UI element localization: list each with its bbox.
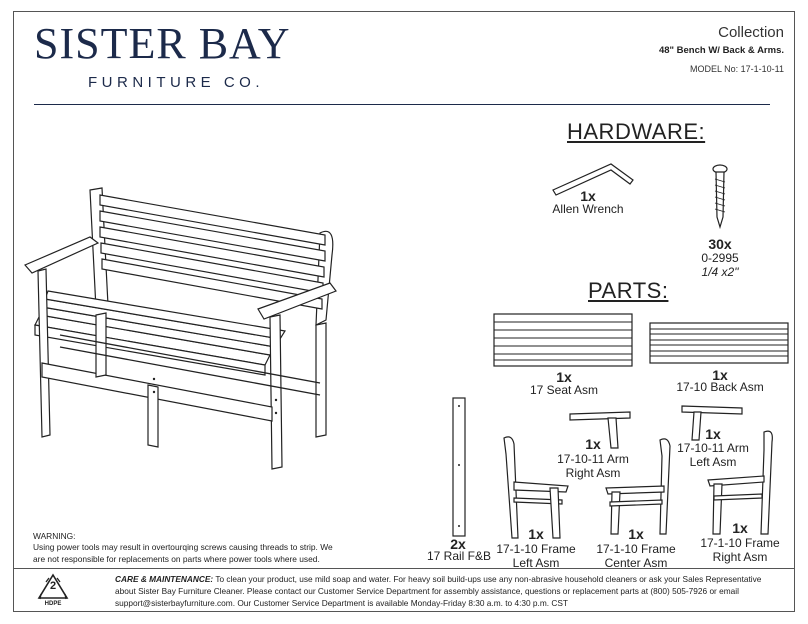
arm-right-illustration: [569, 411, 631, 449]
arm-right-label: 17-10-11 Arm Right Asm: [557, 452, 629, 480]
screw-qty: 30x: [708, 236, 732, 252]
seat-asm-qty: 1x: [556, 369, 572, 385]
frame-left-qty: 1x: [528, 526, 544, 542]
arm-right-qty: 1x: [585, 436, 601, 452]
model-number: MODEL No: 17-1-10-11: [689, 64, 784, 74]
arm-left-illustration: [681, 405, 743, 441]
recycle-label: HDPE: [44, 601, 62, 607]
brand-subtitle: FURNITURE CO.: [88, 74, 264, 91]
seat-asm-label: 17 Seat Asm: [529, 383, 599, 397]
screw-size: 1/4 x2": [701, 265, 739, 279]
seat-asm-illustration: [493, 313, 633, 367]
arm-left-label: 17-10-11 Arm Left Asm: [677, 441, 749, 469]
back-asm-label: 17-10 Back Asm: [676, 380, 764, 394]
warning-text: Using power tools may result in overtour…: [33, 542, 333, 564]
care-title: CARE & MAINTENANCE:: [115, 574, 214, 584]
allen-wrench-qty: 1x: [580, 188, 596, 204]
brand-logo: SISTER BAY: [34, 19, 291, 68]
parts-heading: PARTS:: [588, 278, 669, 303]
screw-part-number: 0-2995: [701, 251, 739, 265]
recycle-hdpe-icon: [37, 573, 69, 600]
rail-qty: 2x: [450, 536, 466, 552]
screw-icon: [712, 164, 728, 230]
care-text: To clean your product, use mild soap and…: [115, 574, 762, 609]
allen-wrench-icon: [552, 163, 634, 196]
hardware-heading: HARDWARE:: [567, 119, 706, 144]
header-divider: [34, 104, 770, 105]
footer-divider: [13, 568, 795, 569]
bench-illustration: [24, 187, 337, 470]
product-title: 48" Bench W/ Back & Arms.: [658, 45, 784, 56]
warning-notice: WARNING: Using power tools may result in…: [33, 531, 333, 565]
arm-left-qty: 1x: [705, 426, 721, 442]
back-asm-qty: 1x: [712, 367, 728, 383]
allen-wrench-label: Allen Wrench: [552, 202, 624, 216]
frame-center-qty: 1x: [628, 526, 644, 542]
recycle-number: 2: [49, 580, 57, 592]
frame-left-label: 17-1-10 Frame Left Asm: [496, 542, 576, 570]
rail-illustration: [452, 397, 466, 537]
frame-right-label: 17-1-10 Frame Right Asm: [700, 536, 780, 564]
collection-label: Collection: [718, 24, 784, 41]
frame-right-qty: 1x: [732, 520, 748, 536]
page-frame: [13, 11, 795, 612]
warning-title: WARNING:: [33, 531, 76, 541]
frame-right-illustration: [707, 430, 773, 535]
frame-center-label: 17-1-10 Frame Center Asm: [596, 542, 676, 570]
frame-center-illustration: [605, 438, 671, 535]
back-asm-illustration: [649, 322, 789, 364]
rail-label: 17 Rail F&B: [426, 549, 492, 563]
frame-left-illustration: [503, 436, 569, 539]
care-maintenance: CARE & MAINTENANCE: To clean your produc…: [115, 573, 783, 609]
